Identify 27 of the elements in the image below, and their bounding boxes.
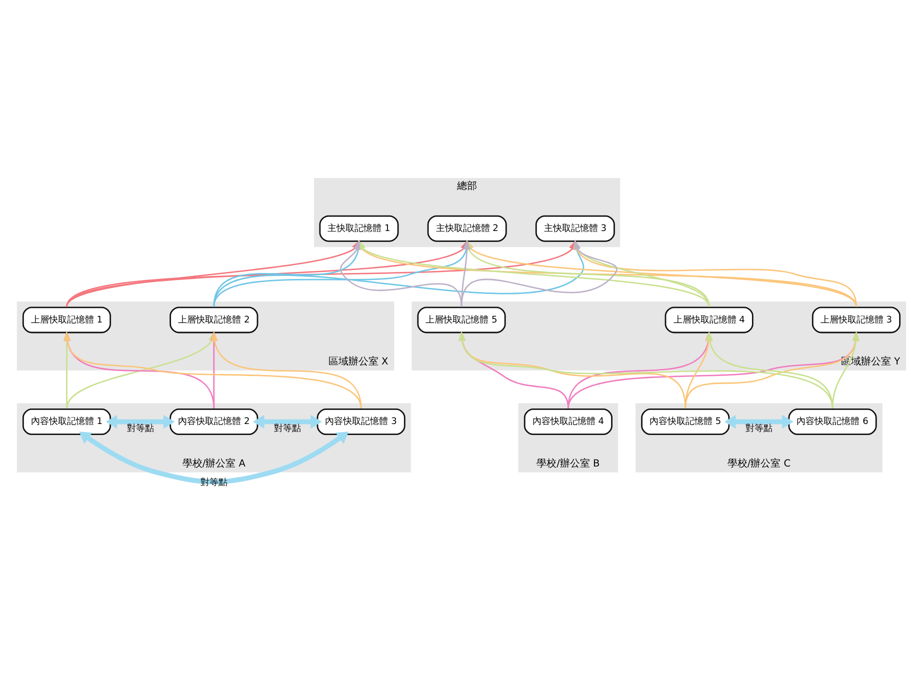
arrow	[79, 431, 349, 484]
arrow	[573, 239, 857, 306]
node-box: 主快取記憶體 2	[427, 214, 507, 242]
node-box: 內容快取記憶體 1	[22, 408, 112, 435]
node-box: 上層快取記憶體 3	[812, 306, 901, 333]
node-box: 內容快取記憶體 3	[316, 408, 406, 435]
arrow	[458, 330, 686, 408]
arrow	[832, 330, 860, 408]
node-box: 內容快取記憶體 4	[524, 408, 612, 435]
node-box: 上層快取記憶體 2	[170, 306, 258, 333]
node-box: 主快取記憶體 3	[535, 214, 615, 242]
node-box: 主快取記憶體 1	[319, 214, 399, 242]
node-box: 內容快取記憶體 5	[641, 408, 730, 435]
node-box: 上層快取記憶體 5	[417, 306, 506, 333]
arrow	[458, 330, 569, 408]
arrow	[106, 414, 175, 428]
node-box: 上層快取記憶體 4	[664, 306, 754, 333]
node-box: 上層快取記憶體 1	[22, 306, 112, 333]
edge-label: 對等點	[126, 424, 154, 434]
arrow	[574, 239, 710, 306]
edge-label: 對等點	[745, 424, 772, 434]
arrow	[724, 414, 794, 428]
edge-label: 對等點	[274, 424, 301, 434]
arrow	[253, 414, 322, 428]
node-box: 內容快取記憶體 2	[170, 408, 258, 435]
edge-label: 對等點	[200, 477, 228, 488]
node-box: 內容快取記憶體 6	[788, 408, 877, 435]
